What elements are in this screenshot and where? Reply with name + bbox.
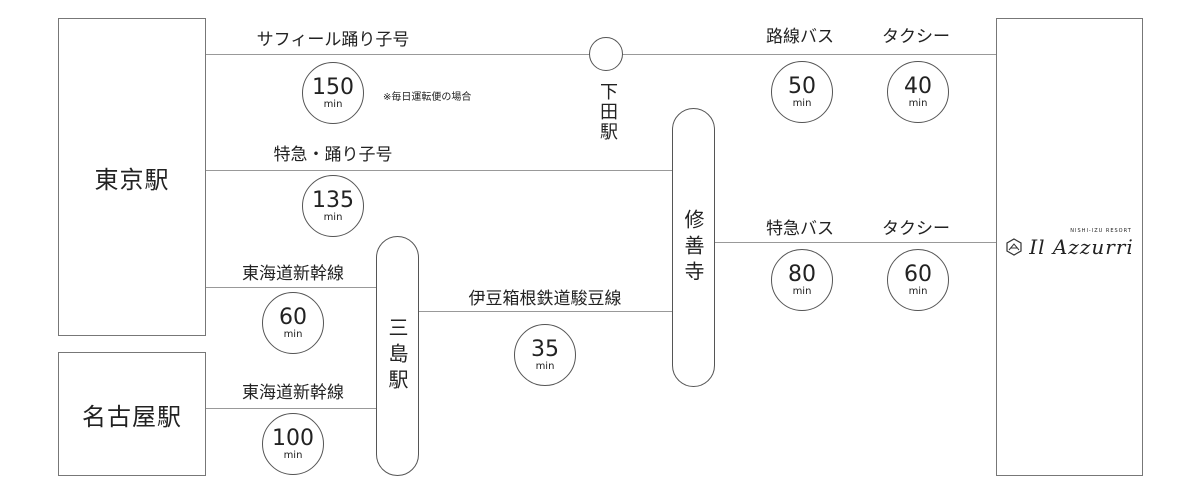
odoriko-label: 特急・踊り子号 — [273, 145, 393, 165]
nagoya-station-label: 名古屋駅 — [82, 402, 182, 431]
saphir-note: ※毎日運転便の場合 — [383, 92, 472, 103]
route-line-odoriko — [205, 170, 672, 171]
duration-value: 60 — [904, 261, 932, 287]
mishima-station-pill: 三島駅 — [376, 236, 419, 476]
izuhakone-label: 伊豆箱根鉄道駿豆線 — [468, 289, 622, 309]
shinkansen-nagoya-label: 東海道新幹線 — [242, 383, 344, 403]
duration-unit: min — [323, 98, 343, 110]
duration-unit: min — [535, 360, 555, 372]
duration-unit: min — [908, 97, 928, 109]
tokyo-station-box: 東京駅 — [58, 18, 206, 336]
shuzenji-station-label: 修善寺 — [681, 208, 705, 287]
duration-value: 150 — [312, 74, 354, 100]
duration-value: 135 — [312, 187, 354, 213]
destination-subtitle: NISHI-IZU RESORT — [1070, 228, 1132, 234]
route-line-shinkansen-nagoya — [205, 408, 376, 409]
shuzenji-bus-label: 特急バス — [766, 219, 834, 239]
saphir-label: サフィール踊り子号 — [256, 30, 410, 50]
duration-unit: min — [283, 328, 303, 340]
duration-value: 50 — [788, 73, 816, 99]
duration-value: 35 — [531, 336, 559, 362]
shimoda-taxi-label: タクシー — [882, 27, 950, 47]
route-line-izuhakone — [418, 311, 672, 312]
duration-value: 60 — [279, 304, 307, 330]
mishima-station-label: 三島駅 — [385, 317, 409, 395]
duration-value: 80 — [788, 261, 816, 287]
duration-unit: min — [908, 285, 928, 297]
hexagon-logo-icon — [1006, 238, 1022, 256]
tokyo-station-label: 東京駅 — [94, 165, 170, 194]
shimoda-station-label: 下田駅 — [597, 82, 618, 142]
duration-unit: min — [283, 449, 303, 461]
route-line-shuzenji-bus — [714, 242, 996, 243]
shinkansen-tokyo-label: 東海道新幹線 — [242, 264, 344, 284]
shimoda-bus-label: 路線バス — [766, 27, 834, 47]
shuzenji-station-pill: 修善寺 — [672, 108, 715, 387]
shuzenji-taxi-label: タクシー — [882, 219, 950, 239]
nagoya-station-box: 名古屋駅 — [58, 352, 206, 476]
destination-name: Il Azzurri — [1029, 235, 1134, 259]
duration-value: 40 — [904, 73, 932, 99]
duration-unit: min — [792, 97, 812, 109]
duration-value: 100 — [272, 425, 314, 451]
duration-unit: min — [792, 285, 812, 297]
destination-box: Il Azzurri NISHI-IZU RESORT — [996, 18, 1143, 476]
route-line-shinkansen-tokyo — [205, 287, 376, 288]
il-azzurri-logo: Il Azzurri NISHI-IZU RESORT — [1005, 228, 1134, 259]
duration-unit: min — [323, 211, 343, 223]
shimoda-station-marker — [589, 37, 623, 71]
